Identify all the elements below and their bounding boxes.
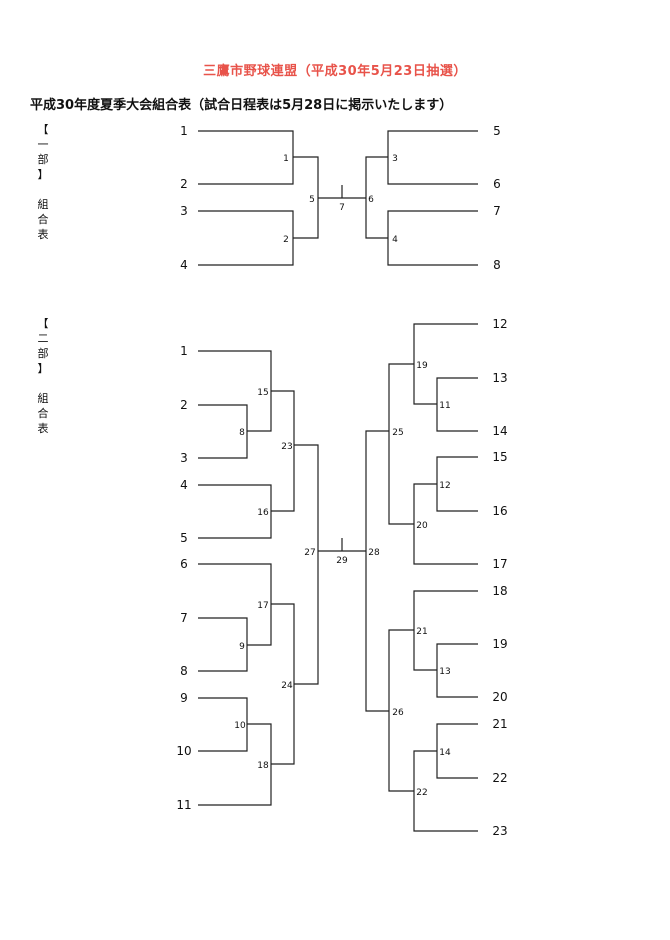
page-subtitle: 平成30年度夏季大会組合表（試合日程表は5月28日に掲示いたします） xyxy=(30,98,453,113)
section2-label-char: 表 xyxy=(37,422,49,435)
team-number: 6 xyxy=(180,557,188,571)
team-number: 22 xyxy=(492,771,507,785)
team-number: 3 xyxy=(180,204,188,218)
game-number: 8 xyxy=(239,428,245,438)
team-number: 17 xyxy=(492,557,507,571)
team-number: 1 xyxy=(180,344,188,358)
section2-label-char: 二 xyxy=(37,332,49,345)
game-number: 6 xyxy=(368,195,374,205)
section1-label-char: 一 xyxy=(37,138,49,151)
team-number: 21 xyxy=(492,717,507,731)
game-number: 10 xyxy=(234,721,246,731)
game-number: 23 xyxy=(281,442,292,452)
section2-right-teams: 12 13 14 15 16 17 18 19 20 21 22 23 xyxy=(492,317,507,838)
section1-label-char: 【 xyxy=(37,123,49,136)
game-number: 26 xyxy=(392,708,404,718)
page-title: 三鷹市野球連盟（平成30年5月23日抽選） xyxy=(203,64,467,79)
team-number: 1 xyxy=(180,124,188,138)
section1-label-char: 部 xyxy=(37,153,49,166)
team-number: 15 xyxy=(492,450,507,464)
game-number: 14 xyxy=(439,748,451,758)
section2-label-char: 合 xyxy=(37,407,49,420)
bracket-line xyxy=(198,210,294,266)
game-number: 28 xyxy=(368,548,380,558)
team-number: 13 xyxy=(492,371,507,385)
section2-label-char: 組 xyxy=(37,392,49,405)
game-number: 17 xyxy=(257,601,268,611)
team-number: 7 xyxy=(180,611,188,625)
section1-left-teams: 1 2 3 4 xyxy=(180,124,188,272)
team-number: 3 xyxy=(180,451,188,465)
team-number: 5 xyxy=(180,531,188,545)
team-number: 4 xyxy=(180,478,188,492)
team-number: 20 xyxy=(492,690,507,704)
bracket-line xyxy=(198,130,294,185)
bracket-line xyxy=(294,444,319,685)
game-number: 2 xyxy=(283,235,289,245)
team-number: 7 xyxy=(493,204,501,218)
team-number: 11 xyxy=(176,798,191,812)
game-number: 21 xyxy=(416,627,427,637)
game-number: 12 xyxy=(439,481,450,491)
bracket-line xyxy=(387,130,478,185)
bracket-line xyxy=(365,430,389,712)
game-number: 22 xyxy=(416,788,427,798)
game-number: 25 xyxy=(392,428,403,438)
game-number: 19 xyxy=(416,361,428,371)
team-number: 2 xyxy=(180,398,188,412)
game-number: 3 xyxy=(392,154,398,164)
game-number: 4 xyxy=(392,235,398,245)
team-number: 18 xyxy=(492,584,507,598)
game-number: 13 xyxy=(439,667,450,677)
bracket-line xyxy=(388,363,414,525)
team-number: 14 xyxy=(492,424,507,438)
bracket-lines xyxy=(198,130,478,832)
game-number: 15 xyxy=(257,388,268,398)
game-number: 20 xyxy=(416,521,428,531)
game-number: 27 xyxy=(304,548,315,558)
game-number: 18 xyxy=(257,761,269,771)
team-number: 5 xyxy=(493,124,501,138)
game-number: 9 xyxy=(239,642,245,652)
bracket-line xyxy=(271,390,295,512)
section1-label-char: 組 xyxy=(37,198,49,211)
section2-label-char: 【 xyxy=(37,317,49,330)
team-number: 4 xyxy=(180,258,188,272)
section1-label-char: 】 xyxy=(37,168,49,181)
section1-label-char: 表 xyxy=(37,228,49,241)
game-number: 5 xyxy=(309,195,315,205)
section1-game-numbers: 1 2 3 4 5 6 7 xyxy=(283,154,398,245)
game-number: 1 xyxy=(283,154,289,164)
game-number: 16 xyxy=(257,508,269,518)
team-number: 6 xyxy=(493,177,501,191)
team-number: 9 xyxy=(180,691,188,705)
section2-label: 【 二 部 】 組 合 表 xyxy=(34,316,52,436)
bracket-line xyxy=(387,210,478,266)
section2-left-teams: 1 2 3 4 5 6 7 8 9 10 11 xyxy=(176,344,191,812)
team-number: 8 xyxy=(493,258,501,272)
section1-label-char: 合 xyxy=(37,213,49,226)
game-number: 24 xyxy=(281,681,293,691)
section1-right-teams: 5 6 7 8 xyxy=(493,124,501,272)
section2-game-numbers: 8 9 10 11 12 13 14 15 16 17 18 19 20 21 … xyxy=(234,361,451,798)
team-number: 16 xyxy=(492,504,507,518)
game-number: 11 xyxy=(439,401,450,411)
team-number: 19 xyxy=(492,637,507,651)
team-number: 12 xyxy=(492,317,507,331)
section1-label: 【 一 部 】 組 合 表 xyxy=(34,122,52,242)
team-number: 23 xyxy=(492,824,507,838)
section2-label-char: 】 xyxy=(37,362,49,375)
team-number: 2 xyxy=(180,177,188,191)
team-number: 10 xyxy=(176,744,191,758)
section2-label-char: 部 xyxy=(37,347,49,360)
game-number: 7 xyxy=(339,203,345,213)
game-number: 29 xyxy=(336,556,348,566)
team-number: 8 xyxy=(180,664,188,678)
